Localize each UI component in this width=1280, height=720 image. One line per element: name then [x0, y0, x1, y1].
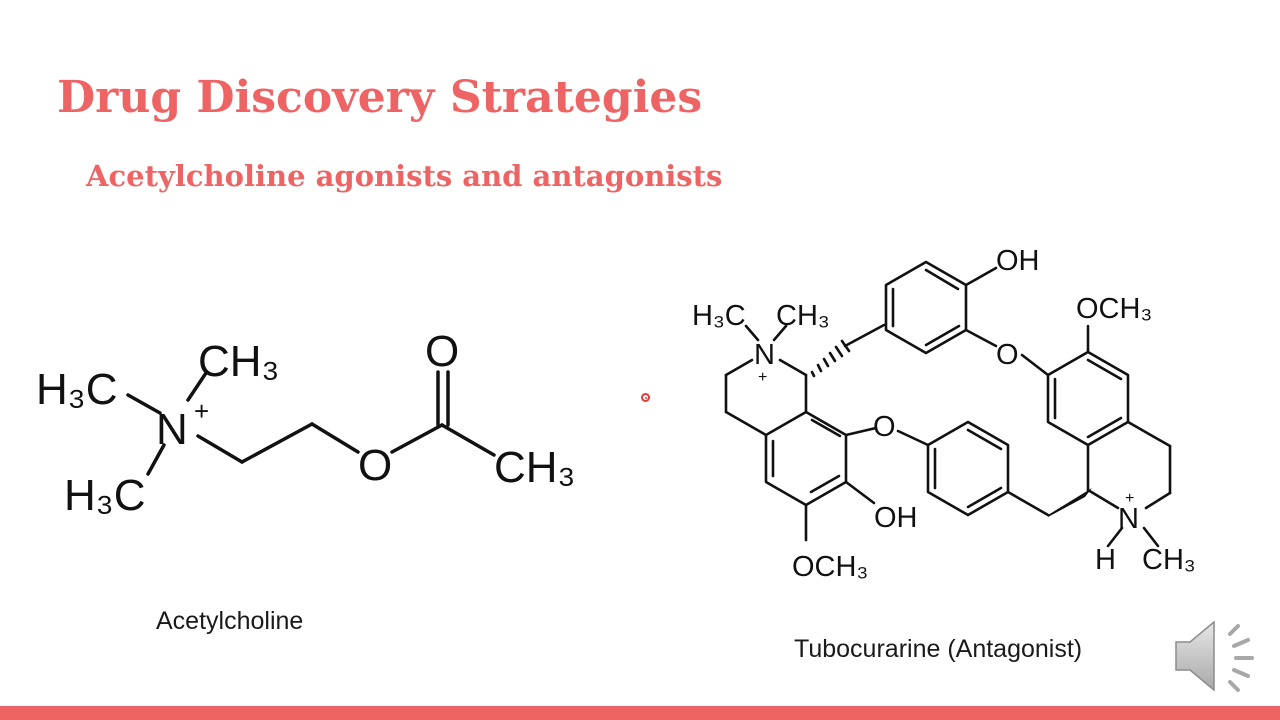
bond [924, 324, 961, 347]
label-n-charge: + [194, 396, 209, 426]
label-ch3-top: CH₃ [198, 337, 279, 386]
bond [810, 418, 842, 438]
label-ch3-right: CH₃ [1142, 544, 1196, 576]
bond [1106, 526, 1124, 548]
bond [1142, 526, 1160, 548]
bond [843, 323, 886, 348]
label-ch3-left: CH₃ [776, 300, 830, 332]
slide-title: Drug Discovery Strategies [57, 72, 703, 123]
label-n-right: N [1118, 503, 1139, 535]
bond [724, 358, 754, 377]
bond [240, 422, 314, 464]
label-oh-bottom: OH [874, 502, 918, 534]
bond [1086, 358, 1123, 381]
acetylcholine-structure: H₃C CH₃ N + H₃C O O CH₃ [36, 327, 575, 520]
bond [744, 324, 760, 342]
bond [966, 486, 1003, 509]
label-n-left-charge: + [758, 369, 767, 386]
label-h-right: H [1095, 544, 1116, 576]
label-ester-o: O [358, 441, 392, 490]
bond [964, 266, 998, 287]
bond [778, 358, 808, 377]
bond [844, 426, 878, 437]
bond [1086, 416, 1123, 439]
bond [1086, 488, 1120, 510]
laser-pointer-dot [641, 393, 650, 402]
bond [828, 351, 837, 363]
bond [724, 410, 768, 437]
bond [810, 370, 816, 378]
label-n-left: N [754, 339, 775, 371]
bond [440, 423, 496, 457]
acetylcholine-caption: Acetylcholine [156, 607, 304, 635]
bond [834, 345, 844, 358]
label-n: N [156, 405, 188, 454]
bond [1144, 491, 1172, 510]
label-h3c-bottom: H₃C [64, 471, 145, 520]
bond [196, 434, 244, 464]
speaker-icon [1175, 620, 1254, 692]
label-och3-bottom: OCH₃ [792, 551, 868, 583]
ring-right-aromatic [1046, 350, 1130, 447]
label-carbonyl-o: O [425, 327, 459, 376]
bond [822, 357, 830, 368]
ring-top-aromatic [884, 260, 968, 355]
tubocurarine-caption: Tubocurarine (Antagonist) [794, 635, 1083, 663]
bond [1006, 490, 1050, 517]
label-ch3-right: CH₃ [494, 443, 575, 492]
footer-accent-bar [0, 706, 1280, 720]
label-och3-right: OCH₃ [1076, 293, 1152, 325]
bond [126, 393, 162, 415]
bond [809, 474, 841, 494]
label-o-bridge-left: O [873, 411, 896, 443]
bond [390, 423, 444, 454]
ring-left-aromatic [764, 410, 848, 507]
bond [816, 363, 823, 373]
bond [924, 268, 960, 291]
bond [186, 371, 208, 402]
label-oh-top: OH [996, 245, 1040, 277]
label-o-bridge-top: O [996, 339, 1019, 371]
label-n-right-charge: + [1125, 490, 1134, 507]
bond [310, 422, 360, 454]
bond [896, 429, 930, 447]
bond [844, 480, 876, 505]
bond [772, 324, 788, 342]
ring-bottom-aromatic [926, 420, 1010, 517]
wedge-bond [1048, 488, 1092, 517]
label-h3c-top: H₃C [36, 365, 117, 414]
bond [146, 443, 166, 476]
bond [966, 428, 1003, 451]
bond [1126, 420, 1172, 448]
audio-button[interactable] [1170, 616, 1262, 696]
bond [1020, 353, 1050, 377]
slide-subtitle: Acetylcholine agonists and antagonists [86, 159, 723, 193]
label-h3c-left: H₃C [692, 300, 746, 332]
bond [964, 328, 998, 348]
